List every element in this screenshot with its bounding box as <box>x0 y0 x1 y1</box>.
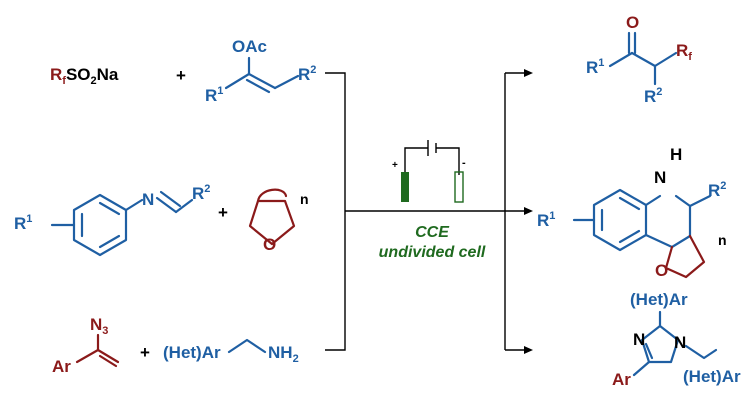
plus-sign-2: + <box>218 203 228 222</box>
svg-text:R2: R2 <box>192 183 210 203</box>
anode-plus: + <box>392 160 398 171</box>
svg-text:Rf: Rf <box>676 41 692 63</box>
electrochemical-cell-icon: + - <box>392 140 466 203</box>
svg-text:R2: R2 <box>708 180 726 200</box>
imine-n: N <box>142 190 154 209</box>
svg-text:R1: R1 <box>205 85 223 105</box>
reactant-enol-acetate: OAc R1 R2 <box>205 37 316 105</box>
c-c-double-1 <box>247 72 277 90</box>
imidazole-hetar-top: (Het)Ar <box>630 290 688 309</box>
reactant-cyclic-ether: O n <box>248 188 309 254</box>
ketone-o: O <box>626 13 639 32</box>
amine-hetar: (Het)Ar <box>163 343 221 362</box>
rf-f-sub: f <box>62 75 66 87</box>
svg-text:R2: R2 <box>644 86 662 106</box>
svg-text:R1: R1 <box>537 210 555 230</box>
reaction-lines <box>325 69 533 354</box>
imidazole-n2: N <box>674 333 686 352</box>
arrow-3 <box>524 346 533 354</box>
condition-cce: CCE <box>415 224 450 241</box>
svg-text:R1: R1 <box>586 57 604 77</box>
condition-undivided-cell: undivided cell <box>379 244 486 261</box>
product-ketone: O R1 Rf R2 <box>586 13 692 106</box>
so-label: SO <box>66 65 91 84</box>
svg-text:NH2: NH2 <box>268 343 299 365</box>
cathode-minus: - <box>462 157 466 169</box>
ring-size-n: n <box>300 191 309 207</box>
product-imidazole: (Het)Ar N N (Het)Ar Ar <box>612 290 741 389</box>
plus-sign-3: + <box>140 343 150 362</box>
svg-text:R1: R1 <box>14 213 32 233</box>
vinyl-ar: Ar <box>52 357 71 376</box>
ring-o: O <box>655 261 668 280</box>
na-label: Na <box>97 65 119 84</box>
so2-sub: 2 <box>91 75 97 87</box>
rf-r-label: R <box>50 65 62 84</box>
fused-ring-n: n <box>718 232 727 248</box>
svg-text:RfSO2Na: RfSO2Na <box>50 65 119 87</box>
reactant-amine: (Het)Ar NH2 <box>163 338 299 365</box>
product-tetrahydroquinoline: R1 N H R2 O n <box>537 145 727 280</box>
imidazole-hetar-bottom: (Het)Ar <box>683 367 741 386</box>
svg-text:R2: R2 <box>298 64 316 84</box>
reactant-sulfinate: RfSO2Na <box>50 65 119 87</box>
svg-text:N3: N3 <box>90 315 108 337</box>
imidazole-n1: N <box>633 330 645 349</box>
arrow-2 <box>524 207 533 215</box>
plus-sign-1: + <box>176 66 186 85</box>
c-r1-bond <box>224 72 251 90</box>
quinoline-n: N <box>654 168 666 187</box>
oac-label: OAc <box>232 37 267 56</box>
reactant-vinyl-azide: N3 Ar <box>52 315 120 376</box>
arrow-1 <box>524 69 533 77</box>
quinoline-h: H <box>670 145 682 164</box>
imidazole-ar: Ar <box>612 370 631 389</box>
ether-o: O <box>263 235 276 254</box>
c-r2-bond <box>273 74 300 90</box>
cathode-electrode <box>454 171 464 203</box>
c-c-double-2 <box>245 78 271 94</box>
reactant-imine: R1 N R2 <box>14 183 210 257</box>
anode-electrode <box>401 172 409 202</box>
